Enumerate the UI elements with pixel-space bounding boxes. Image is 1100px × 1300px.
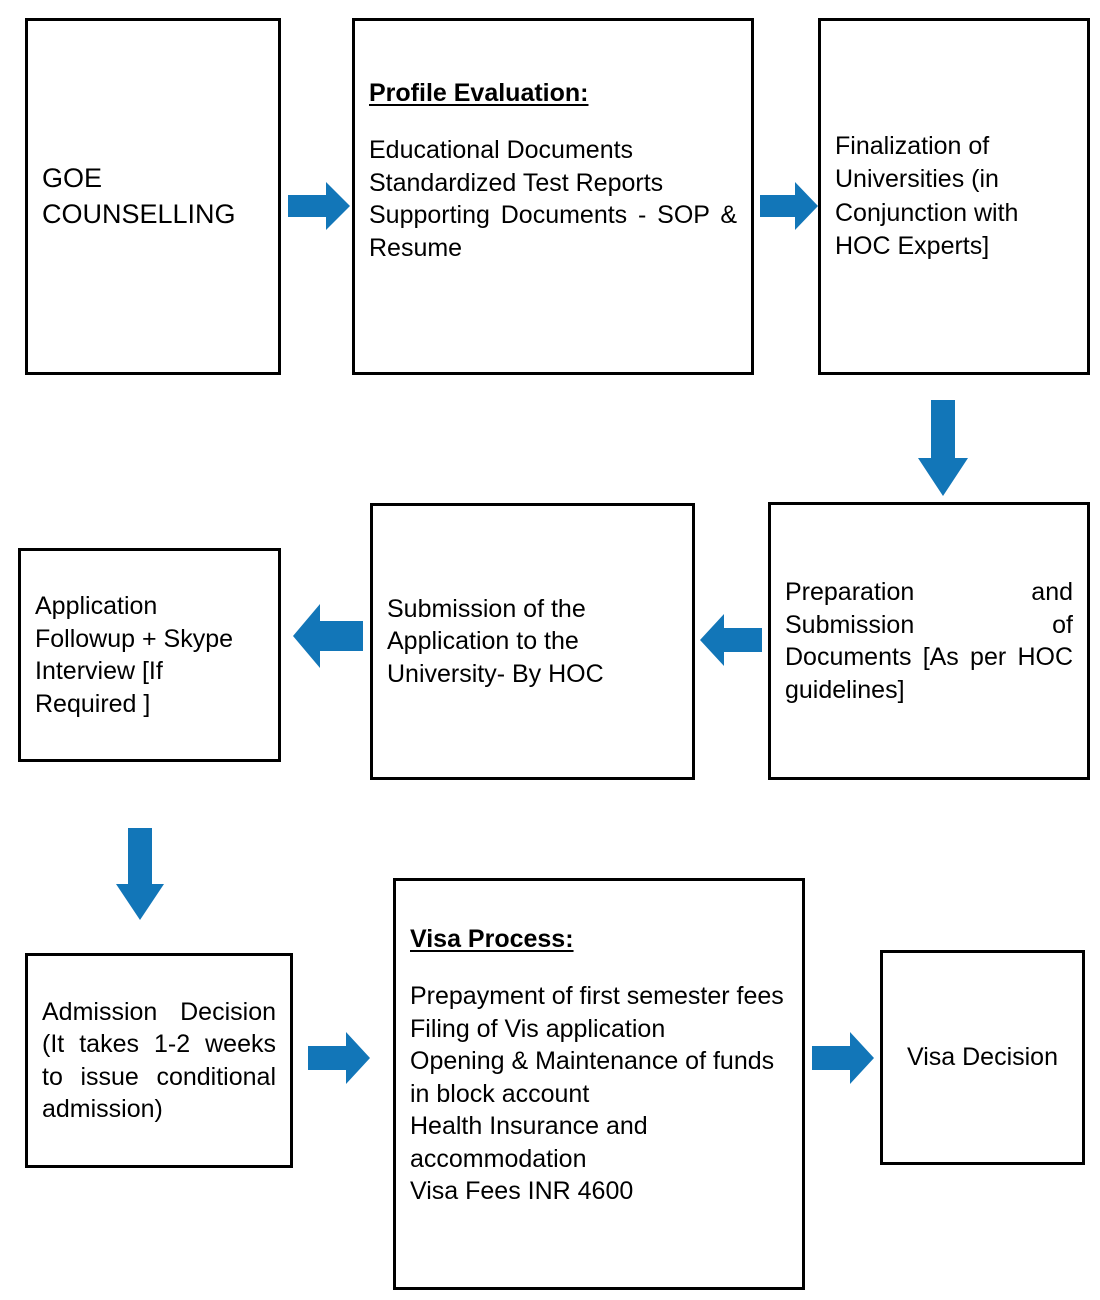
node-finalization-text: Finalization of Universities (in Conjunc… (821, 130, 1087, 263)
node-application-followup[interactable]: Application Followup + Skype Interview [… (18, 548, 281, 762)
node-submission-to-university[interactable]: Submission of the Application to the Uni… (370, 503, 695, 780)
visa-process-item-5: Visa Fees INR 4600 (410, 1177, 634, 1205)
node-visa-process[interactable]: Visa Process: Prepayment of first semest… (393, 878, 805, 1290)
arrow-visa-process-to-visa-decision (812, 1032, 874, 1084)
node-admission-decision-text: Admission Decision (It takes 1-2 weeks t… (28, 996, 290, 1126)
arrow-preparation-to-submission (700, 614, 762, 666)
node-goe-counselling-line-1: GOE COUNSELLING (42, 163, 236, 229)
node-profile-evaluation-heading: Profile Evaluation: (369, 79, 589, 107)
profile-evaluation-item-2: Standardized Test Reports (369, 168, 664, 197)
node-admission-decision-line-1: Admission Decision (It takes 1-2 weeks t… (42, 997, 283, 1124)
arrow-submission-to-followup (293, 604, 363, 668)
node-visa-process-heading: Visa Process: (410, 925, 574, 953)
profile-evaluation-item-3: Supporting Documents - SOP & Resume (369, 201, 744, 262)
node-profile-evaluation[interactable]: Profile Evaluation: Educational Document… (352, 18, 754, 375)
node-preparation-line-1: Preparation and Submission of Documents … (785, 578, 1080, 704)
arrow-followup-to-admission (116, 828, 164, 920)
node-visa-process-text: Prepayment of first semester fees Filing… (396, 980, 802, 1208)
visa-process-item-2: Filing of Vis application (410, 1014, 666, 1043)
visa-process-item-1: Prepayment of first semester fees (410, 982, 784, 1010)
visa-process-item-3: Opening & Maintenance of funds in block … (410, 1047, 782, 1108)
node-visa-decision-text: Visa Decision (883, 1041, 1082, 1074)
node-visa-decision-line-1: Visa Decision (906, 1043, 1058, 1072)
node-submission-line-1: Submission of the Application to the Uni… (387, 594, 604, 688)
node-preparation-text: Preparation and Submission of Documents … (771, 576, 1087, 706)
profile-evaluation-item-1: Educational Documents (369, 136, 634, 164)
node-submission-text: Submission of the Application to the Uni… (373, 593, 692, 691)
arrow-goe-to-profile (288, 182, 350, 230)
visa-process-item-4: Health Insurance and accommodation (410, 1112, 655, 1173)
node-finalization-line-1: Finalization of Universities (in Conjunc… (835, 132, 1026, 260)
node-application-followup-text: Application Followup + Skype Interview [… (21, 590, 278, 720)
node-profile-evaluation-text: Educational Documents Standardized Test … (355, 134, 751, 264)
node-goe-counselling[interactable]: GOE COUNSELLING (25, 18, 281, 375)
node-finalization-of-universities[interactable]: Finalization of Universities (in Conjunc… (818, 18, 1090, 375)
arrow-profile-to-finalization (760, 182, 818, 230)
node-goe-counselling-text: GOE COUNSELLING (28, 161, 278, 231)
node-visa-decision[interactable]: Visa Decision (880, 950, 1085, 1165)
node-admission-decision[interactable]: Admission Decision (It takes 1-2 weeks t… (25, 953, 293, 1168)
node-preparation-and-submission[interactable]: Preparation and Submission of Documents … (768, 502, 1090, 780)
arrow-finalization-to-preparation (918, 400, 968, 496)
node-application-followup-line-1: Application Followup + Skype Interview [… (35, 592, 240, 718)
arrow-admission-to-visa-process (308, 1032, 370, 1084)
